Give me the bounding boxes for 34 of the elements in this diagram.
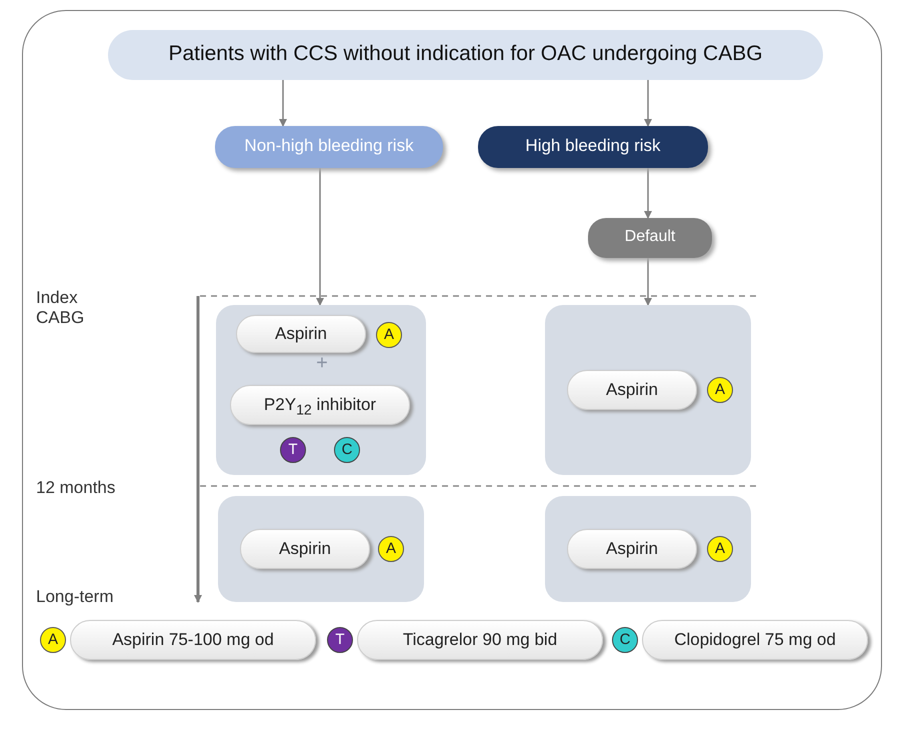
- drug-badge: C: [334, 437, 360, 463]
- risk-box: High bleeding risk: [478, 126, 708, 168]
- arrow: [644, 258, 652, 306]
- arrow: [644, 168, 652, 219]
- default-box: Default: [588, 218, 712, 258]
- risk-box: Non-high bleeding risk: [215, 126, 443, 168]
- drug-badge: A: [376, 322, 402, 348]
- drug-pill: Aspirin: [240, 529, 370, 569]
- therapy-panel: [216, 305, 426, 475]
- drug-badge: A: [707, 536, 733, 562]
- drug-pill: Ticagrelor 90 mg bid: [357, 620, 603, 660]
- time-label: Long-term: [36, 587, 114, 607]
- drug-pill: P2Y$_{12}$ inhibitor: [230, 385, 410, 425]
- drug-badge: C: [612, 627, 638, 653]
- drug-pill: Clopidogrel 75 mg od: [642, 620, 868, 660]
- time-label: Index CABG: [36, 288, 86, 328]
- plus-sign: +: [315, 352, 329, 375]
- arrow: [279, 80, 287, 127]
- drug-badge: A: [378, 536, 404, 562]
- drug-badge: A: [40, 627, 66, 653]
- arrow: [316, 168, 324, 306]
- drug-badge: T: [327, 627, 353, 653]
- drug-badge: A: [707, 377, 733, 403]
- therapy-panel: [545, 305, 751, 475]
- time-label: 12 months: [36, 478, 116, 498]
- drug-pill: Aspirin: [567, 529, 697, 569]
- arrow: [644, 80, 652, 127]
- therapy-panel: [218, 496, 424, 602]
- drug-pill: Aspirin: [236, 315, 366, 353]
- therapy-panel: [545, 496, 751, 602]
- drug-badge: T: [280, 437, 306, 463]
- drug-pill: Aspirin: [567, 370, 697, 410]
- drug-pill: Aspirin 75-100 mg od: [70, 620, 316, 660]
- header-box: Patients with CCS without indication for OAC undergoing CABG: [108, 30, 823, 80]
